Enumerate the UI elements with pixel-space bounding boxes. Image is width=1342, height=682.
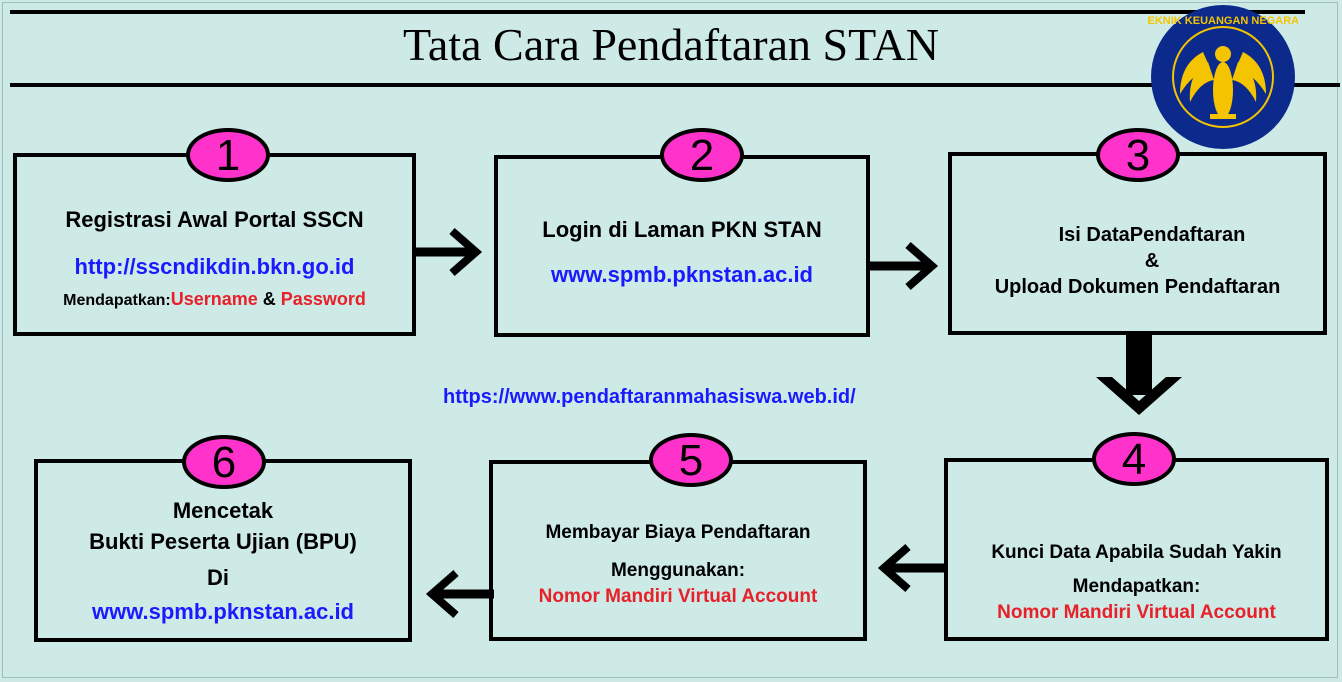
step-5-result: Nomor Mandiri Virtual Account: [538, 586, 818, 607]
step-1-get-label: Mendapatkan:: [63, 292, 171, 309]
arrow-down-icon: [1096, 335, 1182, 415]
step-1-badge: 1: [186, 128, 270, 182]
header-bottom-rule: [10, 83, 1340, 87]
arrow-left-icon: [877, 543, 946, 593]
arrow-right-icon: [414, 227, 483, 277]
step-6-line3: Di: [207, 565, 229, 590]
step-3-amp: &: [1144, 250, 1160, 272]
step-6-line1: Mencetak: [172, 498, 274, 523]
logo-text: POLITEKNIK KEUANGAN NEGARA STAN: [1148, 15, 1298, 27]
step-5-get-label: Menggunakan:: [610, 560, 746, 581]
step-5-box: Membayar Biaya Pendaftaran Menggunakan: …: [489, 460, 867, 641]
arrow-left-icon: [425, 569, 494, 619]
page-title: Tata Cara Pendaftaran STAN: [403, 19, 939, 70]
header-top-rule: [10, 10, 1305, 14]
step-6-line2: Bukti Peserta Ujian (BPU): [89, 529, 357, 554]
step-5-badge: 5: [649, 433, 733, 487]
step-1-result: Mendapatkan:Username & Password: [17, 289, 412, 310]
step-3-line1: Isi DataPendaftaran: [1058, 224, 1246, 246]
step-1-title: Registrasi Awal Portal SSCN: [65, 207, 364, 232]
step-5-title: Membayar Biaya Pendaftaran: [545, 522, 811, 543]
stan-emblem-icon: POLITEKNIK KEUANGAN NEGARA STAN: [1148, 5, 1298, 149]
step-1-amp: &: [262, 289, 276, 309]
step-4-get-label: Mendapatkan:: [1072, 576, 1201, 597]
step-6-badge: 6: [182, 435, 266, 489]
website-note: https://www.pendaftaranmahasiswa.web.id/: [443, 386, 856, 408]
step-4-box: Kunci Data Apabila Sudah Yakin Mendapatk…: [944, 458, 1329, 641]
step-1-username: Username: [170, 289, 258, 309]
step-3-badge: 3: [1096, 128, 1180, 182]
step-2-title: Login di Laman PKN STAN: [542, 217, 822, 242]
arrow-right-icon: [870, 241, 939, 291]
step-2-badge: 2: [660, 128, 744, 182]
step-1-url: http://sscndikdin.bkn.go.id: [74, 254, 355, 279]
step-4-badge: 4: [1092, 432, 1176, 486]
step-1-password: Password: [280, 289, 366, 309]
step-3-line2: Upload Dokumen Pendaftaran: [994, 276, 1281, 298]
step-4-result: Nomor Mandiri Virtual Account: [997, 602, 1276, 623]
step-6-url: www.spmb.pknstan.ac.id: [91, 599, 354, 624]
step-2-url: www.spmb.pknstan.ac.id: [550, 262, 813, 287]
step-1-box: Registrasi Awal Portal SSCN http://sscnd…: [13, 153, 416, 336]
step-4-title: Kunci Data Apabila Sudah Yakin: [991, 542, 1282, 563]
step-2-box: Login di Laman PKN STAN www.spmb.pknstan…: [494, 155, 870, 337]
